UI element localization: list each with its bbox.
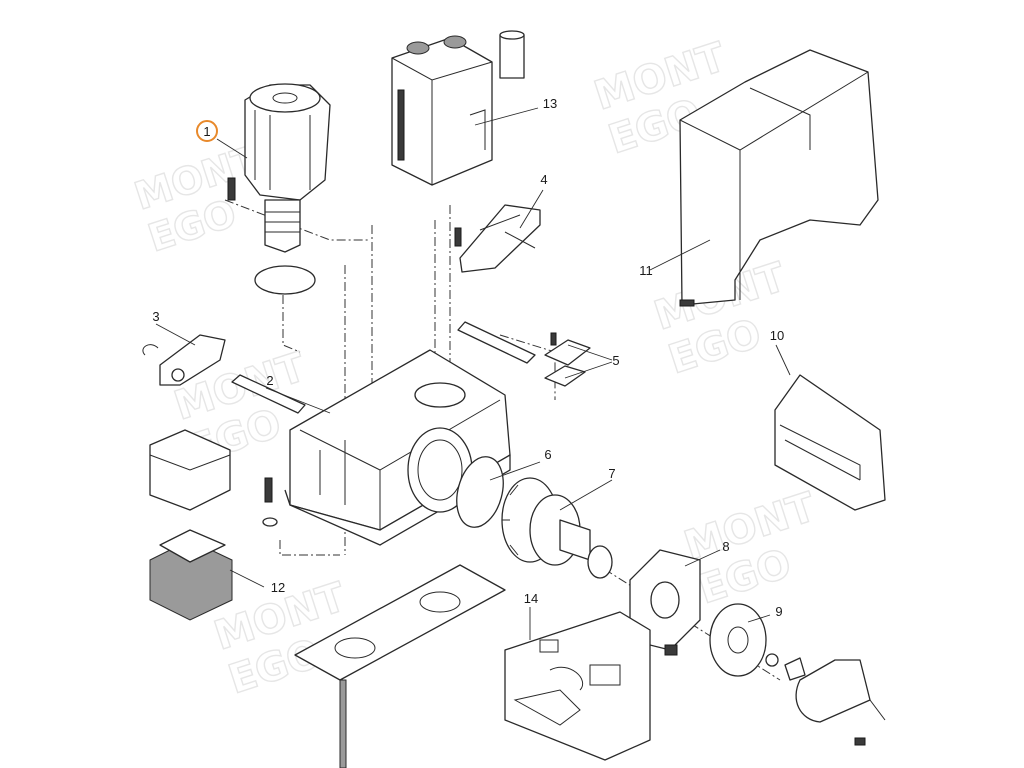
callout-9: 9 xyxy=(775,604,782,619)
part-5-plates xyxy=(544,332,591,387)
callout-13: 13 xyxy=(543,96,557,111)
part-14-electronics xyxy=(504,611,651,761)
part-13-control-board xyxy=(391,30,525,186)
callout-4: 4 xyxy=(540,172,547,187)
part-9-pinion xyxy=(709,603,806,681)
callout-7: 7 xyxy=(608,466,615,481)
base-plate xyxy=(294,564,506,768)
part-8-flange xyxy=(629,549,701,656)
callout-labels: 1 2 3 4 5 6 7 8 9 10 11 12 13 14 xyxy=(152,96,784,619)
part-12-transformer xyxy=(149,429,278,621)
part-6-o-ring xyxy=(456,456,504,528)
callout-1: 1 xyxy=(203,124,210,139)
chain-guard xyxy=(795,659,886,746)
part-11-cover xyxy=(679,49,879,307)
callout-6: 6 xyxy=(544,447,551,462)
part-3-release-lever xyxy=(142,334,226,386)
part-2-gasket xyxy=(231,321,536,414)
callout-12: 12 xyxy=(271,580,285,595)
callout-8: 8 xyxy=(722,539,729,554)
callout-3: 3 xyxy=(152,309,159,324)
callout-14: 14 xyxy=(524,591,538,606)
part-4-limit-switch xyxy=(454,204,541,273)
part-7-gear-shaft xyxy=(501,477,613,579)
callout-11: 11 xyxy=(639,263,653,278)
leader-lines xyxy=(155,107,791,640)
part-10-bracket xyxy=(774,374,886,511)
callout-5: 5 xyxy=(612,353,619,368)
callout-2: 2 xyxy=(266,373,273,388)
part-1-motor xyxy=(227,83,331,295)
callout-highlight-ring xyxy=(196,120,218,142)
callout-10: 10 xyxy=(770,328,784,343)
